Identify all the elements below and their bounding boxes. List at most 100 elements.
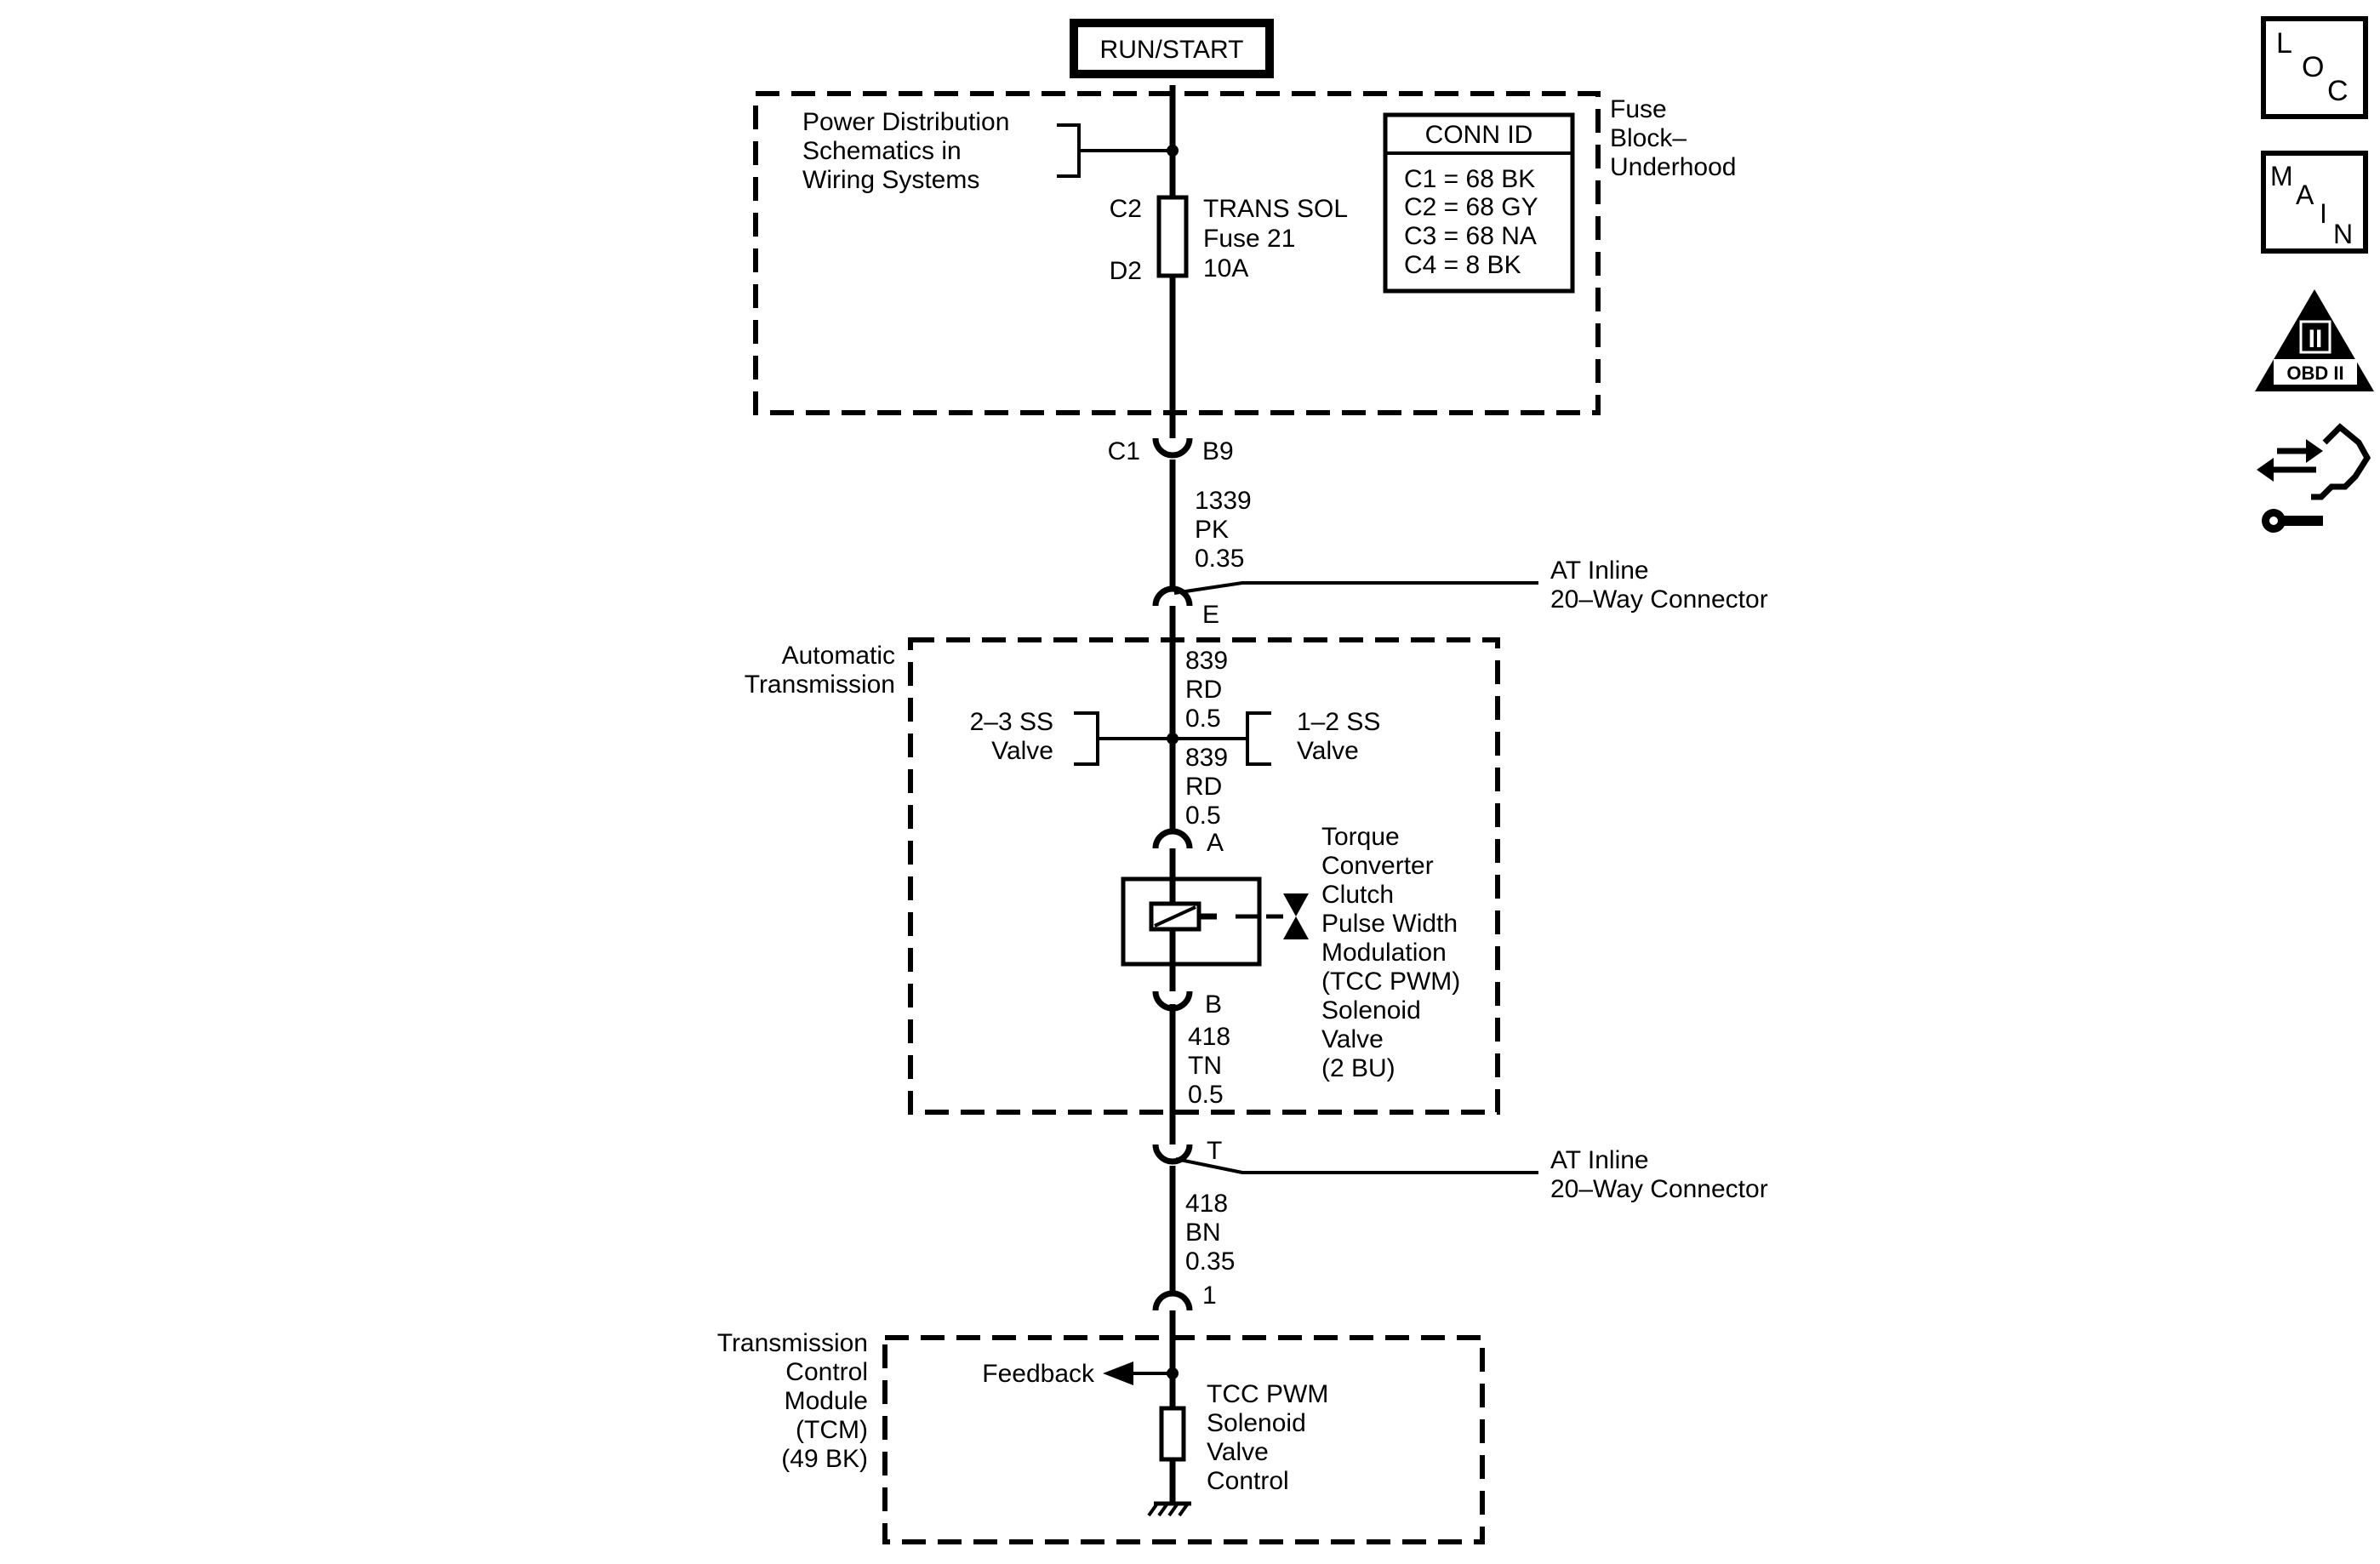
tcm-boundary (882, 1335, 1485, 1544)
svg-text:Fuse: Fuse (1610, 95, 1667, 123)
connector-c1-b9: C1 B9 (1108, 417, 1234, 465)
svg-text:Modulation: Modulation (1321, 939, 1447, 967)
fuse-block-boundary (753, 91, 1601, 415)
svg-text:Valve: Valve (1207, 1438, 1269, 1466)
svg-text:A: A (2296, 180, 2314, 210)
at-inline-connector-t: T AT Inline 20–Way Connector (1152, 1115, 1768, 1203)
obd-ii-icon: II OBD II (2255, 289, 2374, 391)
svg-text:839: 839 (1185, 647, 1228, 675)
svg-text:OBD II: OBD II (2286, 362, 2343, 384)
tcc-pwm-solenoid (1121, 876, 1309, 967)
svg-text:T: T (1207, 1137, 1222, 1165)
svg-text:Power Distribution: Power Distribution (802, 108, 1009, 136)
svg-text:1–2 SS: 1–2 SS (1297, 708, 1380, 736)
svg-text:418: 418 (1188, 1023, 1230, 1051)
svg-text:10A: 10A (1203, 254, 1248, 283)
svg-text:20–Way Connector: 20–Way Connector (1550, 1175, 1768, 1203)
svg-text:N: N (2333, 219, 2353, 249)
svg-text:1339: 1339 (1195, 487, 1252, 515)
svg-text:1: 1 (1202, 1281, 1217, 1310)
svg-text:AT Inline: AT Inline (1550, 1146, 1649, 1174)
svg-text:C1: C1 (1108, 437, 1140, 465)
svg-text:Control: Control (785, 1358, 868, 1386)
svg-text:TN: TN (1188, 1052, 1222, 1080)
main-button[interactable]: M A I N (2261, 151, 2368, 254)
svg-text:AT Inline: AT Inline (1550, 557, 1649, 585)
svg-text:Control: Control (1207, 1467, 1289, 1495)
svg-text:Pulse Width: Pulse Width (1321, 910, 1458, 938)
loc-button[interactable]: L O C (2261, 16, 2368, 119)
svg-text:Solenoid: Solenoid (1321, 996, 1421, 1025)
fuse-body (1156, 195, 1189, 278)
loc-icon: L O C (2276, 27, 2349, 107)
svg-text:(49 BK): (49 BK) (781, 1445, 868, 1473)
svg-text:RD: RD (1185, 773, 1222, 801)
svg-text:Block–: Block– (1610, 124, 1687, 152)
wire-1339-label: 1339 PK 0.35 (1195, 487, 1252, 573)
tcc-pwm-control-label: TCC PWM Solenoid Valve Control (1207, 1380, 1328, 1495)
svg-text:PK: PK (1195, 516, 1229, 544)
inline-leader-bottom (1175, 1157, 1538, 1174)
svg-text:0.35: 0.35 (1195, 545, 1244, 573)
ground-icon (1147, 1501, 1191, 1517)
conn-id-row: C1 = 68 BK (1404, 165, 1535, 193)
inline-leader-top (1173, 581, 1538, 595)
valve-2-3-ss: 2–3 SS Valve (970, 708, 1099, 766)
run-start-box: RUN/START (1070, 19, 1274, 78)
svg-text:E: E (1202, 601, 1219, 629)
conn-id-row: C2 = 68 GY (1404, 193, 1538, 221)
svg-text:A: A (1207, 829, 1224, 857)
wire-839-upper-label: 839 RD 0.5 (1185, 647, 1228, 733)
valve-1-2-ss: 1–2 SS Valve (1246, 708, 1380, 766)
svg-text:D2: D2 (1110, 257, 1142, 285)
svg-text:0.35: 0.35 (1185, 1247, 1235, 1276)
run-start-label: RUN/START (1100, 36, 1244, 64)
svg-text:II: II (2309, 325, 2323, 353)
svg-text:(TCM): (TCM) (796, 1416, 868, 1444)
svg-text:Transmission: Transmission (745, 671, 895, 699)
splice-dot (1167, 145, 1179, 157)
conn-id-title: CONN ID (1425, 121, 1533, 149)
main-icon: M A I N (2270, 161, 2353, 249)
svg-text:839: 839 (1185, 744, 1228, 772)
connector-tool-button[interactable] (2257, 423, 2371, 533)
svg-text:418: 418 (1185, 1190, 1228, 1218)
svg-text:C2: C2 (1110, 195, 1142, 223)
conn-id-row: C3 = 68 NA (1404, 222, 1537, 250)
connector-tool-icon (2257, 423, 2371, 533)
tcm-connector-pin-1: 1 (1152, 1281, 1217, 1336)
fuse-block-label: Fuse Block– Underhood (1610, 95, 1736, 181)
svg-text:B: B (1205, 990, 1222, 1019)
svg-text:BN: BN (1185, 1219, 1221, 1247)
svg-text:Feedback: Feedback (982, 1360, 1095, 1388)
svg-text:Module: Module (785, 1387, 868, 1415)
svg-text:TCC PWM: TCC PWM (1207, 1380, 1328, 1408)
conn-id-table: CONN ID C1 = 68 BK C2 = 68 GY C3 = 68 NA… (1383, 112, 1575, 294)
power-distribution-reference: Power Distribution Schematics in Wiring … (802, 108, 1179, 194)
svg-text:Automatic: Automatic (782, 642, 895, 670)
svg-text:Torque: Torque (1321, 823, 1400, 851)
svg-text:Schematics in: Schematics in (802, 137, 962, 165)
feedback-signal: Feedback (982, 1360, 1179, 1388)
svg-text:C: C (2327, 75, 2349, 107)
svg-text:20–Way Connector: 20–Way Connector (1550, 585, 1768, 614)
obd-ii-button[interactable]: II OBD II (2255, 289, 2374, 391)
svg-text:B9: B9 (1202, 437, 1234, 465)
valve-icon (1283, 893, 1309, 916)
svg-text:0.5: 0.5 (1185, 705, 1221, 733)
arrow-left-icon (1103, 1361, 1133, 1385)
svg-text:L: L (2276, 27, 2292, 60)
conn-id-row: C4 = 8 BK (1404, 251, 1521, 279)
svg-text:(TCC PWM): (TCC PWM) (1321, 968, 1460, 996)
svg-text:Valve: Valve (991, 737, 1053, 765)
svg-text:Wiring Systems: Wiring Systems (802, 166, 979, 194)
wire-418-tn-label: 418 TN 0.5 (1188, 1023, 1230, 1109)
solenoid-connector-a: A (1152, 828, 1224, 881)
wire-839-lower-label: 839 RD 0.5 (1185, 744, 1228, 830)
tcm-driver-resistor (1159, 1406, 1186, 1462)
svg-text:TRANS SOL: TRANS SOL (1203, 195, 1348, 223)
svg-text:Solenoid: Solenoid (1207, 1409, 1306, 1437)
splice-dot-ss (1167, 733, 1179, 745)
svg-text:Clutch: Clutch (1321, 881, 1394, 909)
